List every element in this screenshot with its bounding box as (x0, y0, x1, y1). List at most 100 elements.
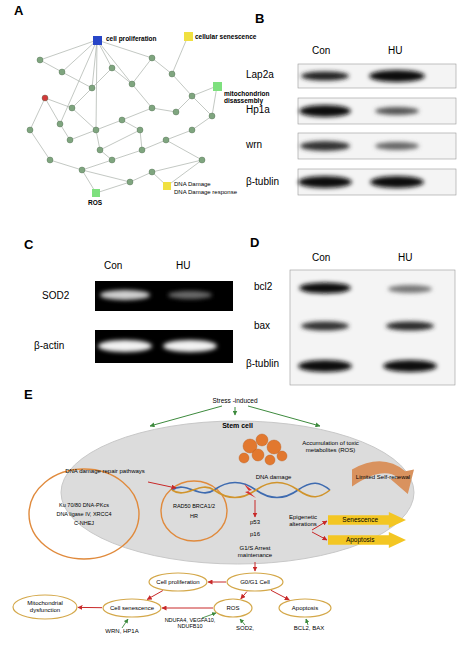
western-blot-b (301, 72, 349, 81)
network-nodes (47, 157, 53, 163)
flow-arrow (78, 607, 102, 608)
node-text: Stem cell (222, 422, 253, 430)
network-nodes (149, 169, 155, 175)
western-blot-b (298, 98, 456, 124)
western-blot-b (298, 169, 456, 195)
gene-arrows (122, 613, 308, 628)
network-nodes (57, 121, 63, 127)
gel-c (95, 281, 233, 363)
western-blot-d (299, 283, 351, 294)
node-text: C-NHEJ (74, 520, 94, 526)
dna-helix (172, 483, 330, 498)
ros-cloud (239, 453, 249, 463)
network-nodes (209, 113, 215, 119)
signal-arrows (148, 482, 327, 571)
network-nodes (109, 157, 115, 163)
network-nodes (27, 55, 215, 185)
node-outline-shape (214, 599, 252, 617)
network-nodes (173, 109, 179, 115)
protein-label: Lap2a (246, 69, 296, 80)
western-blot-b (298, 64, 456, 195)
network-edges (30, 36, 217, 193)
node-text: HR (190, 513, 198, 519)
western-blot-b (298, 64, 456, 88)
state-oval: ROS (213, 598, 253, 618)
gel-c (95, 330, 233, 363)
protein-label: bax (254, 320, 294, 331)
network-nodes (129, 81, 135, 87)
node-text: Apoptosis (292, 605, 318, 612)
ros-cloud (252, 449, 264, 461)
self-renewal-arrow: Limited Self-renewal (352, 458, 414, 496)
gene-arrows (240, 619, 245, 625)
signal-arrows (148, 482, 176, 488)
damage-bolt (244, 484, 256, 498)
term-squares (163, 182, 171, 190)
network-nodes (42, 95, 48, 101)
ros-cloud (243, 439, 257, 453)
node-text: DNA ligase IV, XRCC4 (56, 511, 111, 517)
ros-cloud (265, 455, 275, 465)
western-blot-b (370, 176, 424, 188)
lane-label: Con (104, 260, 134, 271)
node-text: Limited Self-renewal (356, 474, 410, 481)
panel-letter: A (14, 4, 30, 19)
network-nodes (127, 179, 133, 185)
gene-list: WRN, HP1A (92, 628, 152, 635)
protein-label: β-tublin (246, 358, 296, 369)
network-nodes (149, 55, 155, 61)
network-edges (30, 36, 217, 193)
apoptosis-arrow: Apoptosis (328, 532, 406, 548)
term-label: DNA Damage (174, 181, 244, 188)
node-outline-shape (61, 421, 414, 564)
gel-c (163, 340, 217, 352)
gene-label: β-actin (34, 340, 89, 351)
western-blot-b (298, 176, 352, 188)
gene-list: SOD2, (230, 625, 260, 632)
western-blot-d (290, 270, 455, 385)
panel-letter: B (255, 12, 271, 27)
flow-arrow (162, 608, 213, 609)
network-nodes (79, 167, 85, 173)
protein-label: Hp1a (246, 104, 296, 115)
lane-label: Con (312, 252, 342, 263)
stem-cell-oval: Stem cellRAD50 BRCA1/2HRLimited Self-ren… (60, 420, 415, 565)
network-nodes (27, 127, 33, 133)
ros-cloud (277, 451, 287, 461)
gel-c (100, 290, 150, 300)
flow-arrow (208, 582, 226, 583)
senescence-arrow: Senescence (328, 512, 406, 528)
node-outline-shape (352, 461, 414, 494)
network-nodes (69, 105, 75, 111)
network-nodes (59, 69, 65, 75)
term-squares (213, 82, 222, 91)
term-label: ROS (88, 199, 118, 206)
network-nodes (149, 105, 155, 111)
node-outline-shape (279, 599, 331, 617)
protein-label: bcl2 (254, 281, 294, 292)
node-text: Cell senescence (110, 605, 154, 612)
node-text: Senescence (342, 516, 378, 523)
dna-helix (172, 483, 330, 498)
lane-label: HU (398, 252, 428, 263)
stress-arrows (235, 407, 236, 415)
node-text: Ku 70/80 DNA-PKcs (59, 502, 109, 508)
western-blot-d (298, 360, 352, 372)
gene-arrows (306, 619, 308, 625)
gene-list: NDUFA4, VEGFA10, NDUFB10 (160, 617, 220, 629)
gel-c (98, 340, 152, 352)
state-oval: Cell proliferation (148, 572, 208, 592)
term-squares (184, 32, 193, 41)
node-outline-shape (227, 573, 283, 591)
network-nodes (189, 127, 195, 133)
node-outline-shape (13, 595, 77, 619)
flow-arrow (271, 590, 289, 600)
network-nodes (199, 157, 205, 163)
western-blot-d (290, 270, 455, 385)
term-label: cellular senescence (195, 33, 275, 40)
term-label: cell proliferation (106, 35, 186, 42)
network-nodes (109, 65, 115, 71)
western-blot-d (383, 360, 437, 372)
